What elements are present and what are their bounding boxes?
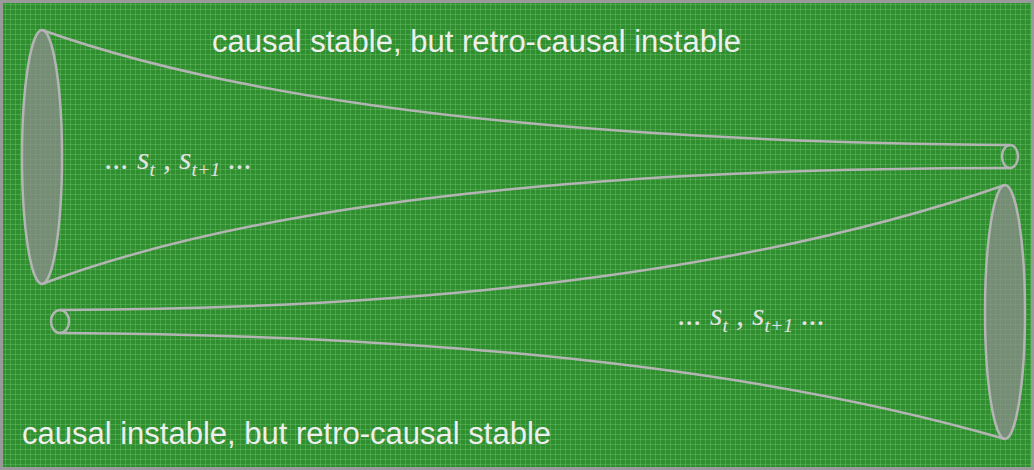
caption-text: causal stable, but retro-causal instable <box>212 24 741 60</box>
sequence-text: ... st , st+1 ... <box>678 296 825 337</box>
sequence-text: ... st , st+1 ... <box>105 140 252 181</box>
funnel-outline <box>46 181 1030 445</box>
funnel: ... st , st+1 ... <box>18 26 1024 290</box>
funnel: ... st , st+1 ... <box>46 181 1030 445</box>
caption-text: causal instable, but retro-causal stable <box>22 416 551 452</box>
